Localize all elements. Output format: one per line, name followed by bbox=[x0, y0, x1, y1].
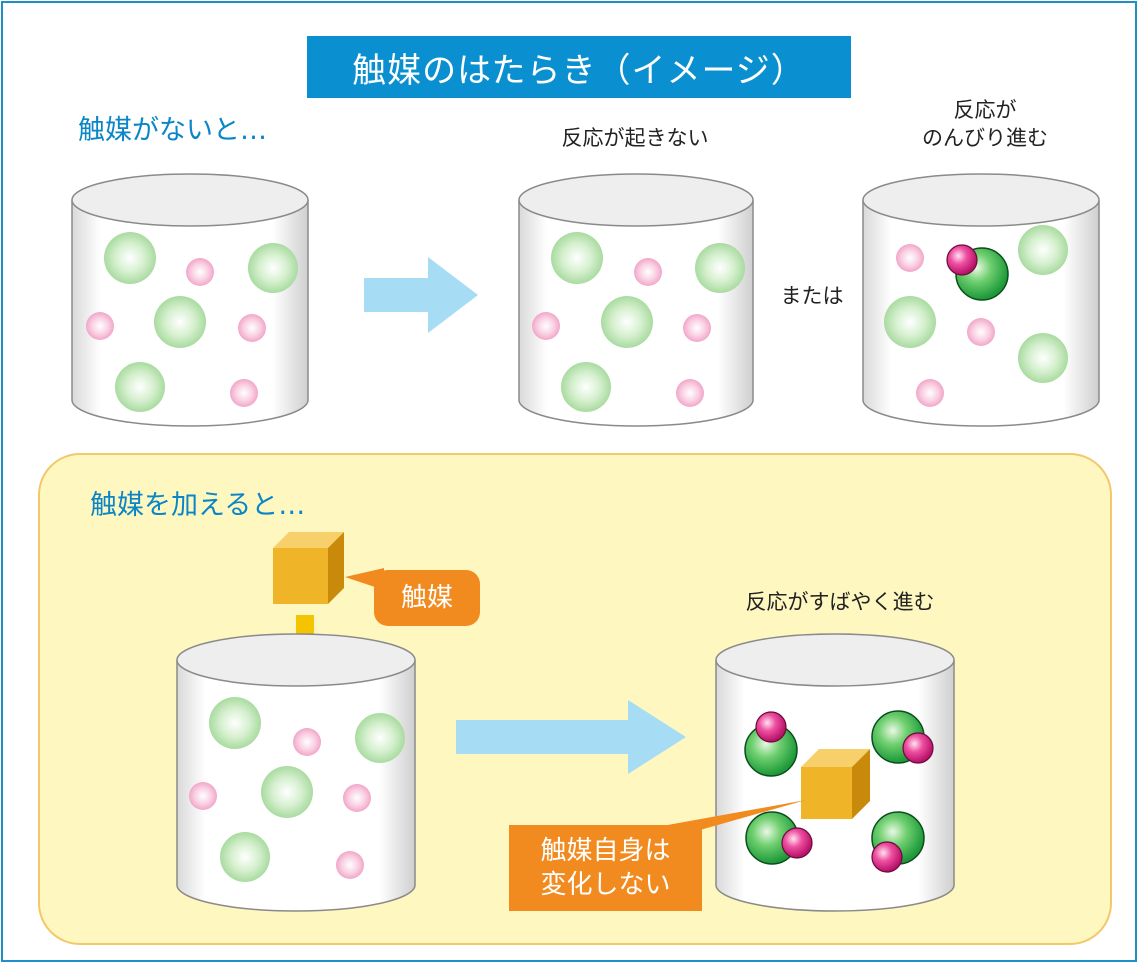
catalyst-label-text: 触媒 bbox=[400, 583, 453, 613]
note-pointer bbox=[640, 800, 806, 830]
beaker-2 bbox=[518, 173, 754, 427]
pink-molecule bbox=[683, 314, 711, 342]
catalyst-cube bbox=[273, 532, 344, 604]
pink-molecule bbox=[336, 851, 364, 879]
caption-slow-reaction: 反応が のんびり進む bbox=[880, 96, 1090, 152]
heading-without-catalyst: 触媒がないと… bbox=[78, 115, 267, 146]
note-line1: 触媒自身は bbox=[540, 836, 671, 866]
or-label: または bbox=[780, 284, 844, 308]
beaker-1 bbox=[71, 173, 309, 427]
pink-molecule bbox=[293, 728, 321, 756]
pink-molecule bbox=[532, 312, 560, 340]
catalyst-unchanged-note: 触媒自身は 変化しない bbox=[509, 825, 702, 911]
pink-molecule bbox=[896, 244, 924, 272]
note-line2: 変化しない bbox=[540, 870, 671, 900]
beaker-4 bbox=[176, 633, 416, 912]
green-molecule bbox=[261, 766, 313, 818]
pink-molecule bbox=[189, 782, 217, 810]
pink-molecule bbox=[238, 314, 266, 342]
green-molecule bbox=[104, 232, 156, 284]
pink-molecule bbox=[916, 379, 944, 407]
pink-molecule bbox=[967, 318, 995, 346]
green-molecule bbox=[115, 362, 165, 412]
reacted-pink-molecule bbox=[755, 711, 787, 743]
green-molecule bbox=[1018, 333, 1068, 383]
caption-slow-line1: 反応が bbox=[953, 98, 1017, 122]
green-molecule bbox=[551, 232, 603, 284]
pink-molecule bbox=[676, 379, 704, 407]
reacted-pink-molecule bbox=[781, 827, 813, 859]
pink-molecule bbox=[186, 258, 214, 286]
green-molecule bbox=[355, 713, 405, 763]
pink-molecule bbox=[343, 784, 371, 812]
green-molecule bbox=[884, 296, 936, 348]
green-molecule bbox=[220, 832, 270, 882]
green-molecule bbox=[695, 243, 745, 293]
page-title: 触媒のはたらき（イメージ） bbox=[352, 50, 806, 91]
pink-molecule bbox=[86, 312, 114, 340]
catalyst-cube-in-beaker bbox=[801, 749, 870, 819]
pink-molecule bbox=[634, 258, 662, 286]
catalyst-label: 触媒 bbox=[374, 570, 480, 626]
reacted-pink-molecule bbox=[902, 732, 934, 764]
caption-no-reaction: 反応が起きない bbox=[561, 126, 709, 150]
green-molecule bbox=[209, 697, 261, 749]
green-molecule bbox=[601, 296, 653, 348]
green-molecule bbox=[154, 296, 206, 348]
right-arrow bbox=[456, 700, 686, 774]
pink-molecule bbox=[230, 379, 258, 407]
caption-fast-reaction: 反応がすばやく進む bbox=[745, 590, 935, 614]
beaker-5 bbox=[715, 633, 955, 912]
title-band: 触媒のはたらき（イメージ） bbox=[307, 36, 851, 98]
caption-slow-line2: のんびり進む bbox=[922, 126, 1048, 150]
beaker-3 bbox=[862, 173, 1100, 427]
green-molecule bbox=[1018, 225, 1068, 275]
green-molecule bbox=[561, 362, 611, 412]
right-arrow bbox=[364, 257, 478, 333]
heading-with-catalyst: 触媒を加えると… bbox=[90, 490, 306, 521]
green-molecule bbox=[248, 243, 298, 293]
reacted-pink-molecule bbox=[871, 841, 903, 873]
reacted-pink-molecule bbox=[946, 244, 978, 276]
